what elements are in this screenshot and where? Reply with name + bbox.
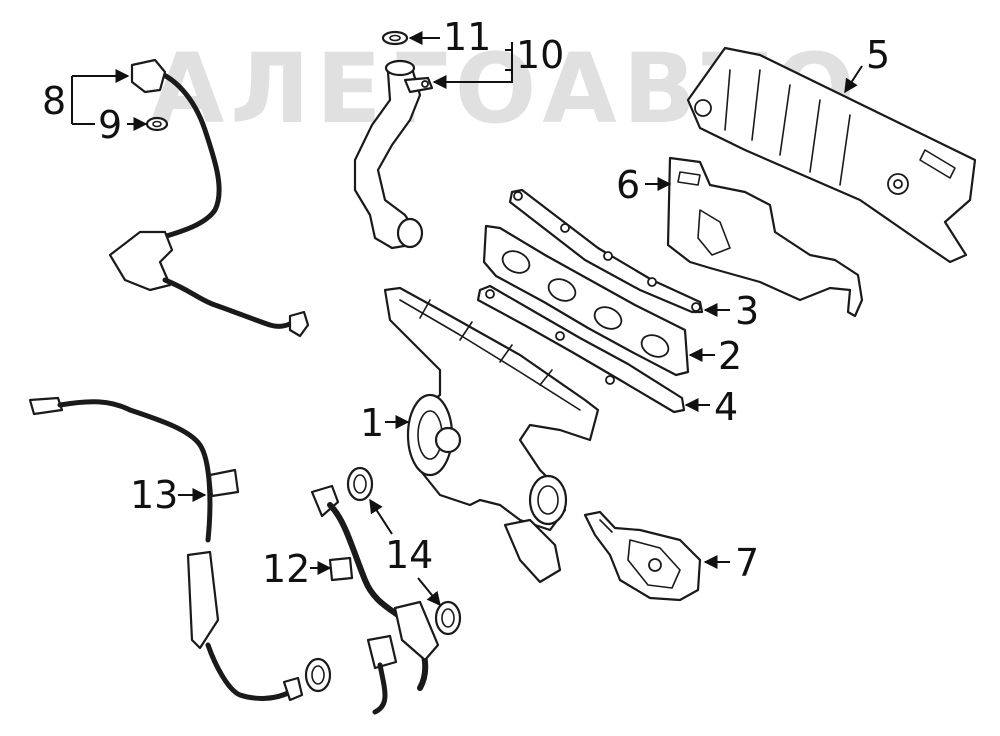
callout-13: 13 bbox=[130, 473, 178, 517]
part-coolant-line-lower bbox=[310, 466, 462, 715]
callout-7: 7 bbox=[735, 541, 759, 585]
callout-12: 12 bbox=[262, 547, 310, 591]
callout-14: 14 bbox=[385, 533, 433, 577]
part-heat-shield-lower bbox=[666, 156, 864, 318]
callout-8: 8 bbox=[42, 79, 66, 123]
part-coolant-pipe bbox=[353, 30, 434, 250]
callout-10: 10 bbox=[516, 33, 564, 77]
callout-6: 6 bbox=[616, 163, 640, 207]
part-wastegate-actuator bbox=[583, 510, 702, 602]
part-exhaust-manifold-turbo bbox=[383, 286, 600, 584]
part-sensor-line-upper bbox=[108, 58, 310, 338]
part-gasket-rail-3 bbox=[508, 188, 704, 314]
callout-9: 9 bbox=[98, 103, 122, 147]
callout-5: 5 bbox=[866, 33, 890, 77]
part-manifold-gasket bbox=[482, 224, 690, 377]
part-gasket-strip-4 bbox=[476, 284, 686, 414]
part-sensor-line-13 bbox=[28, 396, 332, 702]
callout-2: 2 bbox=[718, 334, 742, 378]
part-heat-shield-upper bbox=[686, 46, 977, 264]
leaders bbox=[71, 31, 863, 607]
callout-1: 1 bbox=[360, 401, 384, 445]
callout-3: 3 bbox=[735, 289, 759, 333]
callout-11: 11 bbox=[443, 15, 491, 59]
callout-4: 4 bbox=[714, 385, 738, 429]
